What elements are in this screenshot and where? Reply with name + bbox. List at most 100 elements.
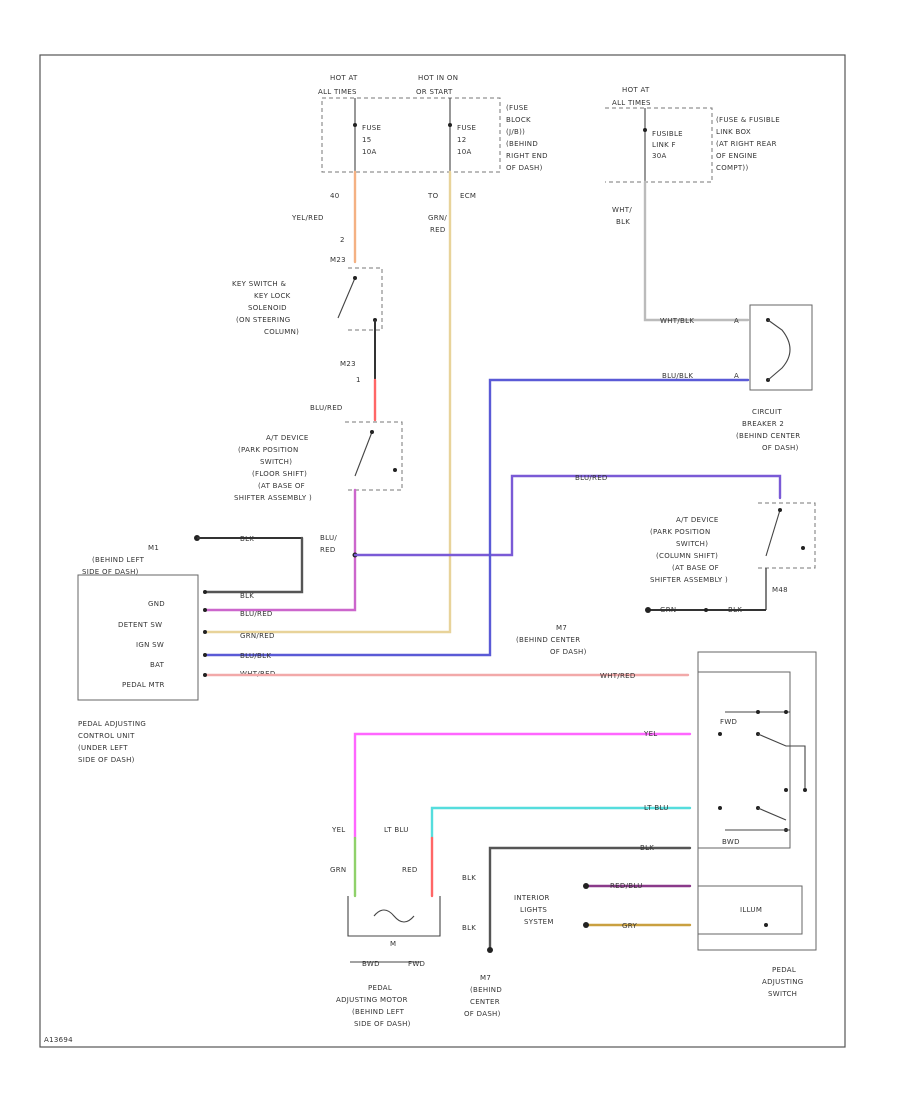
hot-in-on-label-a: HOT IN ON <box>418 74 458 82</box>
cu-label-c: (UNDER LEFT <box>78 744 128 752</box>
key-conn-bot: M23 <box>340 360 356 368</box>
at-column-gnd-right: BLK <box>728 606 742 614</box>
at-column-gnd-left: GRN <box>660 606 676 614</box>
motor-m-label: M <box>390 940 396 948</box>
cu-wire-end-1 <box>203 590 207 594</box>
sw-dot-5 <box>784 788 788 792</box>
sw-dot-1 <box>756 710 760 714</box>
hot-at-all-times-label-1a: HOT AT <box>330 74 358 82</box>
wire-yel <box>353 732 692 840</box>
wht-blk-label-a: WHT/ <box>612 206 632 214</box>
at-floor-contact <box>354 431 373 477</box>
motor-label-a: PEDAL <box>368 984 392 992</box>
ground-m7b-dot <box>487 947 493 953</box>
wire-grn-red <box>203 170 452 634</box>
cb-element <box>767 319 791 381</box>
blu-red-column-label: BLU/RED <box>575 474 608 482</box>
at-column-f: SHIFTER ASSEMBLY ) <box>650 576 728 584</box>
key-switch-contact <box>337 277 356 319</box>
cu-label-d: SIDE OF DASH) <box>78 756 135 764</box>
at-floor-a: A/T DEVICE <box>266 434 309 442</box>
fuse-box-border <box>605 107 713 183</box>
cb-out-wire: BLU/BLK <box>662 372 693 380</box>
ground-m7b-c: CENTER <box>470 998 500 1006</box>
motor-left-top: YEL <box>331 826 346 834</box>
ground-m7b-a: M7 <box>480 974 491 982</box>
at-floor-e: (AT BASE OF <box>258 482 305 490</box>
at-column-contact <box>765 509 781 557</box>
fuse-block-c: (J/B)) <box>506 128 525 136</box>
cu-wire-blublk: BLU/BLK <box>240 652 271 660</box>
switch-inner-box <box>698 671 791 849</box>
cu-wire-end-4 <box>203 653 207 657</box>
wire-40-label: 40 <box>330 192 340 200</box>
at-floor-b: (PARK POSITION <box>238 446 299 454</box>
at-column-pin: M48 <box>772 586 788 594</box>
circuit-breaker-box <box>749 304 813 391</box>
fuse-box-e: COMPT)) <box>716 164 749 172</box>
sw-wire-ltblu: LT BLU <box>644 804 669 812</box>
sw-wire-whtred: WHT/RED <box>600 672 636 680</box>
key-pin-top: 2 <box>340 236 345 244</box>
blu-red-key-label: BLU/RED <box>310 404 343 412</box>
cb-label-c: (BEHIND CENTER <box>736 432 800 440</box>
fusible-link-c: 30A <box>652 152 667 160</box>
fuse-block-border <box>321 97 501 173</box>
cu-wire-blured: BLU/RED <box>240 610 273 618</box>
to-ecm-label-a: TO <box>427 192 439 200</box>
at-floor-dot-top <box>370 430 374 434</box>
at-column-dot-side <box>801 546 805 550</box>
blu-red-floor-b: RED <box>320 546 336 554</box>
motor-right-top: LT BLU <box>384 826 409 834</box>
key-switch-dot-top <box>353 276 357 280</box>
at-floor-border <box>345 421 403 491</box>
fuse-block-f: OF DASH) <box>506 164 543 172</box>
cb-pin-b: A <box>734 372 739 380</box>
sw-wire-yel: YEL <box>643 730 658 738</box>
cb-label-a: CIRCUIT <box>752 408 782 416</box>
fuse-12-b: 12 <box>457 136 467 144</box>
sw-wire-blk: BLK <box>640 844 654 852</box>
at-column-d: (COLUMN SHIFT) <box>656 552 718 560</box>
ground-m1-c: SIDE OF DASH) <box>82 568 139 576</box>
ground-m7-c: OF DASH) <box>550 648 587 656</box>
red-blu-dot <box>583 883 589 889</box>
wire-blu-red-column <box>353 474 782 557</box>
motor-label-c: (BEHIND LEFT <box>352 1008 405 1016</box>
diagram-id: A13694 <box>44 1036 73 1044</box>
ground-m7b-b: (BEHIND <box>470 986 502 994</box>
cu-pin-ign: IGN SW <box>136 641 164 649</box>
fuse-box-a: (FUSE & FUSIBLE <box>716 116 780 124</box>
motor-right-bot: RED <box>402 866 418 874</box>
int-lights-b: LIGHTS <box>520 906 547 914</box>
int-lights-c: SYSTEM <box>524 918 554 926</box>
key-switch-label-b: KEY LOCK <box>254 292 291 300</box>
at-column-b: (PARK POSITION <box>650 528 711 536</box>
wire-blu-blk <box>203 378 750 657</box>
fuse-block-b: BLOCK <box>506 116 531 124</box>
fuse-box-b: LINK BOX <box>716 128 751 136</box>
to-ecm-label-b: ECM <box>460 192 476 200</box>
adjusting-switch-box <box>697 651 817 951</box>
ground-m7-dot <box>645 607 651 613</box>
wire-blk-gnd <box>203 536 304 594</box>
cu-wire-grnred: GRN/RED <box>240 632 275 640</box>
wht-blk-label-b: BLK <box>616 218 630 226</box>
fuse-12-top-dot <box>448 123 452 127</box>
cu-pin-detent: DETENT SW <box>118 621 162 629</box>
motor-body <box>347 896 441 937</box>
wire-blk-sw <box>488 846 692 952</box>
grn-red-label-a: GRN/ <box>428 214 447 222</box>
ground-m1-b: (BEHIND LEFT <box>92 556 145 564</box>
motor-coil <box>373 909 415 923</box>
sw-label-c: SWITCH <box>768 990 797 998</box>
illum-box <box>697 885 803 935</box>
fusible-link-dot <box>643 128 647 132</box>
illum-label: ILLUM <box>740 906 762 914</box>
fuse-12-c: 10A <box>457 148 472 156</box>
wire-blu-red-floor <box>203 488 357 612</box>
fuse-15-b: 15 <box>362 136 372 144</box>
at-column-c: SWITCH) <box>676 540 708 548</box>
key-conn-top: M23 <box>330 256 346 264</box>
